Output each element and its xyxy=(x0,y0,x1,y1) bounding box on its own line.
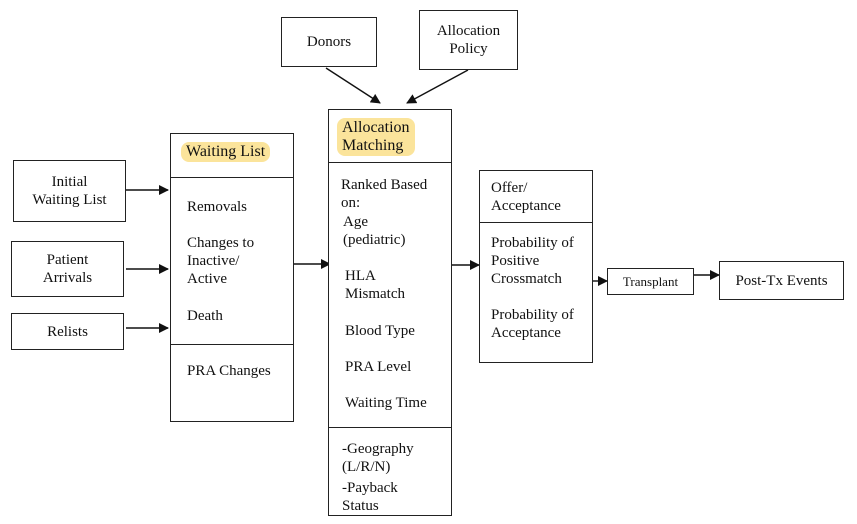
allocation-divider-bottom xyxy=(329,427,451,428)
waiting-list-removals: Removals xyxy=(187,199,247,215)
allocation-pra-level: PRA Level xyxy=(345,359,412,375)
arrow-donors-to-allocation xyxy=(325,67,381,104)
post-tx-events-label: Post-Tx Events xyxy=(735,272,828,289)
donors-box: Donors xyxy=(281,17,377,67)
allocation-age: Age (pediatric) xyxy=(343,214,406,248)
allocation-blood-type: Blood Type xyxy=(345,323,415,339)
patient-arrivals-box: Patient Arrivals xyxy=(11,241,124,297)
offer-prob-positive-crossmatch: Probability of Positive Crossmatch xyxy=(491,235,574,287)
allocation-matching-title: Allocation Matching xyxy=(337,118,415,156)
offer-acceptance-title: Offer/ Acceptance xyxy=(491,180,561,214)
waiting-list-pra-changes: PRA Changes xyxy=(187,363,271,379)
transplant-label: Transplant xyxy=(622,273,679,289)
offer-prob-acceptance: Probability of Acceptance xyxy=(491,307,574,341)
waiting-list-divider-top xyxy=(171,177,293,178)
patient-arrivals-label: Patient Arrivals xyxy=(42,252,93,286)
allocation-policy-label: Allocation Policy xyxy=(436,23,501,57)
offer-acceptance-box: Offer/ Acceptance Probability of Positiv… xyxy=(479,170,593,363)
donors-label: Donors xyxy=(306,34,352,50)
waiting-list-changes: Changes to Inactive/ Active xyxy=(187,235,255,287)
initial-waiting-list-box: Initial Waiting List xyxy=(13,160,126,222)
relists-label: Relists xyxy=(47,323,88,340)
allocation-matching-box: Allocation Matching Ranked Based on: Age… xyxy=(328,109,452,516)
transplant-box: Transplant xyxy=(607,268,694,295)
allocation-payback-status: -Payback Status xyxy=(342,480,398,514)
allocation-ranked-based-on: Ranked Based on: xyxy=(341,177,428,211)
waiting-list-box: Waiting List Removals Changes to Inactiv… xyxy=(170,133,294,422)
allocation-divider-top xyxy=(329,162,451,163)
waiting-list-death: Death xyxy=(187,308,223,324)
post-tx-events-box: Post-Tx Events xyxy=(719,261,844,300)
offer-divider xyxy=(480,222,592,223)
allocation-policy-box: Allocation Policy xyxy=(419,10,518,70)
waiting-list-title: Waiting List xyxy=(181,142,271,162)
waiting-list-divider-bottom xyxy=(171,344,293,345)
relists-box: Relists xyxy=(11,313,124,350)
allocation-waiting-time: Waiting Time xyxy=(345,395,427,411)
arrow-policy-to-allocation xyxy=(406,69,469,104)
allocation-geography: -Geography (L/R/N) xyxy=(342,441,414,475)
initial-waiting-list-label: Initial Waiting List xyxy=(32,174,107,208)
allocation-hla-mismatch: HLA Mismatch xyxy=(345,268,405,302)
